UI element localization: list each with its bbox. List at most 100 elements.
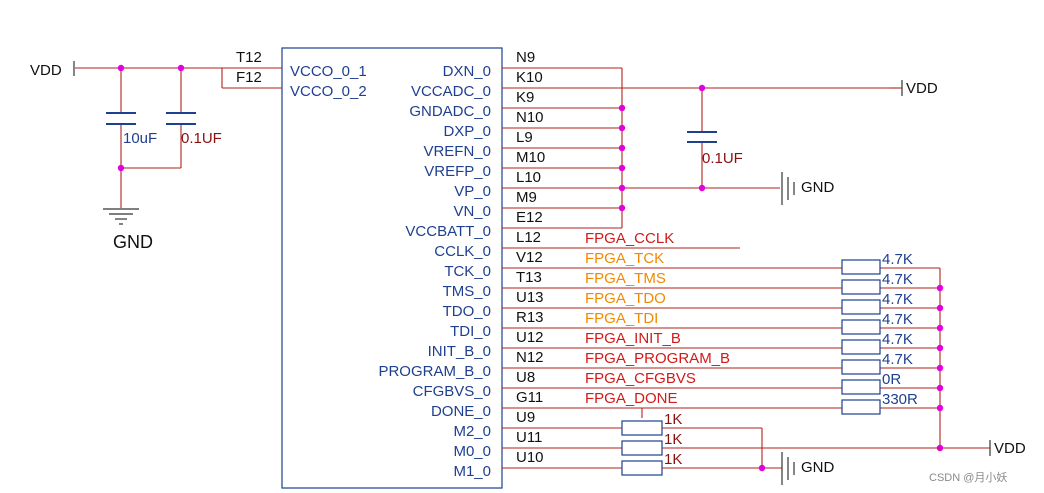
- net-fpga-init-b: FPGA_INIT_B: [585, 330, 681, 347]
- pin-vrefn-0: VREFN_0: [423, 143, 491, 160]
- pin-cclk-0: CCLK_0: [434, 243, 491, 260]
- pin-num-v12: V12: [516, 249, 543, 266]
- pin-num-r13: R13: [516, 309, 544, 326]
- resistor-program-b: [841, 359, 881, 375]
- pin-tck-0: TCK_0: [444, 263, 491, 280]
- pin-num-u9: U9: [516, 409, 535, 426]
- pin-num-u8: U8: [516, 369, 535, 386]
- net-fpga-tck: FPGA_TCK: [585, 250, 664, 267]
- resistor-init-b: [841, 339, 881, 355]
- resistor-tck: [841, 259, 881, 275]
- pin-num-t12: T12: [236, 49, 262, 66]
- resistor-tdi: [841, 319, 881, 335]
- pin-tdi-0: TDI_0: [450, 323, 491, 340]
- pin-program-b-0: PROGRAM_B_0: [378, 363, 491, 380]
- vdd-right-bottom-label: VDD: [994, 440, 1026, 457]
- net-fpga-cclk: FPGA_CCLK: [585, 230, 674, 247]
- net-fpga-tdi: FPGA_TDI: [585, 310, 658, 327]
- ground-icon: [103, 208, 139, 225]
- pin-num-k10: K10: [516, 69, 543, 86]
- resistor-tms: [841, 279, 881, 295]
- gnd-left-label: GND: [113, 232, 153, 252]
- adc-wiring: VDD 0.1UF GND: [502, 67, 938, 229]
- resistor-cfgbvs: [841, 379, 881, 395]
- pin-num-u12: U12: [516, 329, 544, 346]
- net-fpga-program-b: FPGA_PROGRAM_B: [585, 350, 730, 367]
- pin-num-n9: N9: [516, 49, 535, 66]
- pullup-value-8: 330R: [882, 391, 918, 408]
- pullup-value-5: 4.7K: [882, 331, 913, 348]
- pin-cfgbvs-0: CFGBVS_0: [413, 383, 491, 400]
- net-fpga-tms: FPGA_TMS: [585, 270, 666, 287]
- resistor-m2: [621, 420, 663, 436]
- config-wiring: VDD: [502, 247, 1026, 457]
- resistor-done: [841, 399, 881, 415]
- pin-vp-0: VP_0: [454, 183, 491, 200]
- pin-tdo-0: TDO_0: [443, 303, 491, 320]
- pin-num-t13: T13: [516, 269, 542, 286]
- net-fpga-cfgbvs: FPGA_CFGBVS: [585, 370, 696, 387]
- pin-num-l10: L10: [516, 169, 541, 186]
- gnd-bottom-label: GND: [801, 459, 835, 476]
- pin-num-f12: F12: [236, 69, 262, 86]
- right-pin-numbers: N9 K10 K9 N10 L9 M10 L10 M9 E12 L12 V12 …: [516, 49, 545, 466]
- pin-done-0: DONE_0: [431, 403, 491, 420]
- pin-vn-0: VN_0: [453, 203, 491, 220]
- pullup-value-3: 4.7K: [882, 291, 913, 308]
- pullup-value-1: 4.7K: [882, 251, 913, 268]
- pin-num-k9: K9: [516, 89, 534, 106]
- ground-icon: [781, 452, 795, 485]
- pullup-value-4: 4.7K: [882, 311, 913, 328]
- pin-num-m9: M9: [516, 189, 537, 206]
- resistor-m1: [621, 460, 663, 476]
- ground-icon: [781, 172, 795, 205]
- pullup-value-2: 4.7K: [882, 271, 913, 288]
- pin-num-e12: E12: [516, 209, 543, 226]
- vdd-left-label: VDD: [30, 62, 62, 79]
- pullup-value-6: 4.7K: [882, 351, 913, 368]
- pin-init-b-0: INIT_B_0: [428, 343, 491, 360]
- pin-num-u10: U10: [516, 449, 544, 466]
- pin-m1-0: M1_0: [453, 463, 491, 480]
- pin-vcco-0-1: VCCO_0_1: [290, 63, 367, 80]
- pullup-value-7: 0R: [882, 371, 901, 388]
- pin-m0-0: M0_0: [453, 443, 491, 460]
- fpga-ic-body: [281, 47, 503, 489]
- resistor-m0: [621, 440, 663, 456]
- mode-resistor-value-1: 1K: [664, 411, 682, 428]
- net-labels: FPGA_CCLK FPGA_TCK FPGA_TMS FPGA_TDO FPG…: [585, 230, 730, 407]
- vdd-right-top-label: VDD: [906, 80, 938, 97]
- pin-num-n12: N12: [516, 349, 544, 366]
- pin-m2-0: M2_0: [453, 423, 491, 440]
- pin-num-g11: G11: [516, 389, 543, 406]
- pin-num-u11: U11: [516, 429, 542, 446]
- mode-pin-section: 1K 1K 1K GND: [502, 411, 940, 485]
- pin-vccadc-0: VCCADC_0: [411, 83, 491, 100]
- pin-vccbatt-0: VCCBATT_0: [405, 223, 491, 240]
- right-pin-names: DXN_0 VCCADC_0 GNDADC_0 DXP_0 VREFN_0 VR…: [378, 63, 491, 480]
- cap-0-1uf-left-label: 0.1UF: [181, 130, 222, 147]
- pin-tms-0: TMS_0: [443, 283, 491, 300]
- pullup-resistors: 4.7K 4.7K 4.7K 4.7K 4.7K 4.7K 0R 330R: [841, 251, 944, 452]
- net-fpga-tdo: FPGA_TDO: [585, 290, 666, 307]
- pin-num-u13: U13: [516, 289, 544, 306]
- pin-gndadc-0: GNDADC_0: [409, 103, 491, 120]
- pin-num-l9: L9: [516, 129, 533, 146]
- pin-vrefp-0: VREFP_0: [424, 163, 491, 180]
- pin-num-n10: N10: [516, 109, 544, 126]
- resistor-tdo: [841, 299, 881, 315]
- cap-0-1uf-right-label: 0.1UF: [702, 150, 743, 167]
- watermark: CSDN @月小妖: [929, 470, 1007, 484]
- mode-resistor-value-3: 1K: [664, 451, 682, 468]
- pin-num-l12: L12: [516, 229, 541, 246]
- cap-10uf-label: 10uF: [123, 130, 157, 147]
- net-fpga-done: FPGA_DONE: [585, 390, 678, 407]
- gnd-mid-label: GND: [801, 179, 835, 196]
- pin-dxp-0: DXP_0: [443, 123, 491, 140]
- pin-dxn-0: DXN_0: [443, 63, 491, 80]
- pin-num-m10: M10: [516, 149, 545, 166]
- left-power-section: VDD 10uF 0.1UF GND: [30, 61, 282, 252]
- pin-vcco-0-2: VCCO_0_2: [290, 83, 367, 100]
- mode-resistor-value-2: 1K: [664, 431, 682, 448]
